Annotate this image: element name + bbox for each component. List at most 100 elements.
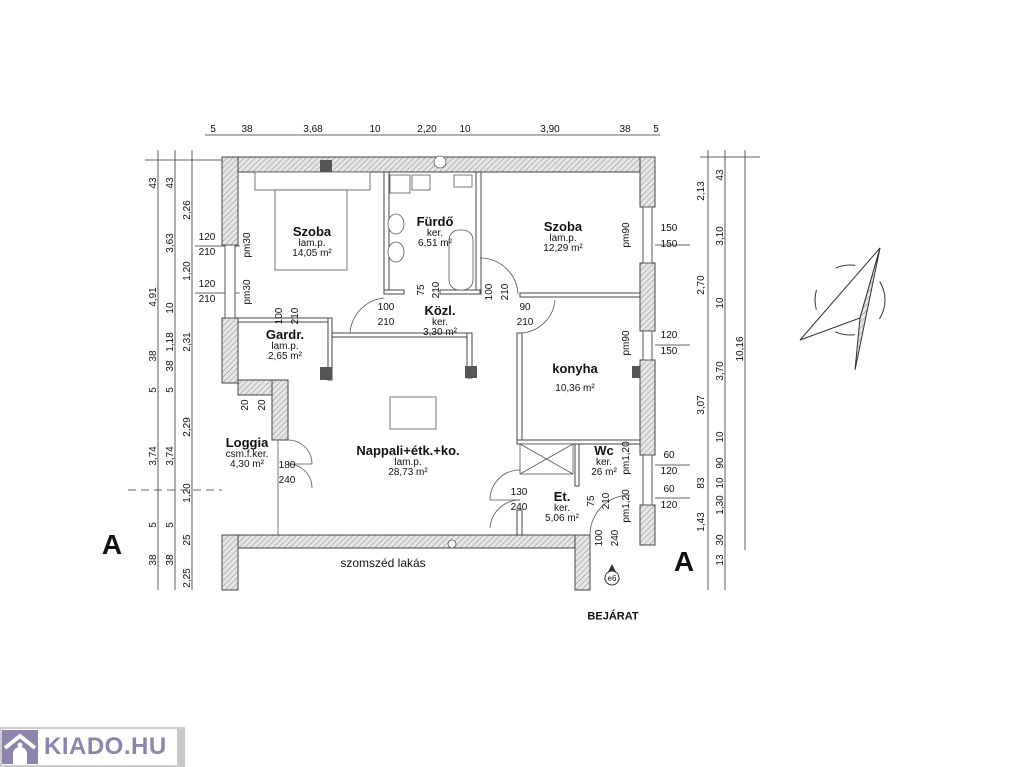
dim-label: 2,13 <box>696 181 707 201</box>
dim-label: 25 <box>182 534 193 546</box>
room-area: 3,30 m² <box>423 327 457 339</box>
window-label: 60 <box>663 450 675 461</box>
dim-label: 30 <box>715 534 726 546</box>
dim-label: 1,20 <box>182 261 193 281</box>
dim-label: 1,43 <box>696 512 707 532</box>
door-label: 100 <box>274 307 285 325</box>
room-floor: lam.p. <box>271 340 299 352</box>
room-floor: ker. <box>431 316 449 328</box>
room-area: 28,73 m² <box>388 467 428 479</box>
window-label: 120 <box>660 466 678 477</box>
room-area: 26 m² <box>591 467 617 479</box>
room-nappali: Nappali+étk.+ko.lam.p.28,73 m² <box>356 444 459 479</box>
door-label: 100 <box>377 302 395 313</box>
window-label: 210 <box>198 247 216 258</box>
room-name: Szoba <box>543 219 583 234</box>
dim-label: 5 <box>210 124 216 135</box>
room-name: Nappali+étk.+ko. <box>356 443 460 458</box>
sill-label: pm30 <box>242 279 253 305</box>
door-label: 180 <box>278 460 296 471</box>
window-label: 210 <box>198 294 216 305</box>
dim-label: 10 <box>369 124 381 135</box>
dim-label: 83 <box>696 477 707 489</box>
dim-label: 38 <box>148 554 159 566</box>
dim-label: 3,07 <box>696 395 707 415</box>
dim-label: 10 <box>715 297 726 309</box>
dim-label: 10,16 <box>735 336 746 362</box>
door-label: 210 <box>431 281 442 299</box>
room-floor: ker. <box>553 502 571 514</box>
room-area: 14,05 m² <box>292 248 332 260</box>
dim-label: 3,68 <box>303 124 323 135</box>
room-name: Közl. <box>424 303 456 318</box>
room-name: konyha <box>552 361 598 376</box>
dim-label: 3,74 <box>165 446 176 466</box>
door-label: 20 <box>257 399 268 411</box>
dim-label: 1,20 <box>182 483 193 503</box>
entrance-label: BEJÁRAT <box>587 610 639 623</box>
furniture <box>254 155 574 549</box>
door-label: 210 <box>290 307 301 325</box>
logo-text: KIADO.HU <box>44 733 167 760</box>
dim-label: 5 <box>148 522 159 528</box>
dim-label: 3,74 <box>148 446 159 466</box>
neighbour-flat-label: szomszéd lakás <box>340 556 426 570</box>
door-label: 240 <box>278 475 296 486</box>
window-label: 120 <box>660 330 678 341</box>
dim-label: 90 <box>715 457 726 469</box>
door-swings <box>277 257 631 536</box>
dim-label: 38 <box>241 124 253 135</box>
sill-label: pm90 <box>621 222 632 248</box>
dim-label: 38 <box>165 554 176 566</box>
room-area: 5,06 m² <box>545 513 579 525</box>
sill-label: pm90 <box>621 330 632 356</box>
door-label: 210 <box>516 317 534 328</box>
room-name: Fürdő <box>416 214 454 229</box>
room-gardr: Gardr.lam.p.2,65 m² <box>266 328 304 363</box>
room-floor: lam.p. <box>549 232 577 244</box>
room-kozl: Közl.ker.3,30 m² <box>423 304 457 339</box>
room-et: Et.ker.5,06 m² <box>545 490 579 525</box>
dim-label: 3,90 <box>540 124 560 135</box>
window-label: 150 <box>660 239 678 250</box>
windows <box>224 206 653 506</box>
room-floor: ker. <box>426 227 444 239</box>
door-label: 20 <box>240 399 251 411</box>
dim-label: 5 <box>165 522 176 528</box>
dim-label: 3,10 <box>715 226 726 246</box>
room-area: 4,30 m² <box>230 459 264 471</box>
columns <box>320 160 640 380</box>
interior-walls <box>237 171 641 536</box>
dim-label: 38 <box>619 124 631 135</box>
dim-label: 5 <box>165 387 176 393</box>
room-name: Et. <box>553 489 571 504</box>
dim-label: 10 <box>715 477 726 489</box>
room-name: Wc <box>594 443 614 458</box>
dim-label: 1,18 <box>165 332 176 352</box>
entry-marker-icon <box>604 570 620 586</box>
sill-label: pm1,20 <box>621 489 632 523</box>
door-label: 130 <box>510 487 528 498</box>
dim-label: 38 <box>148 350 159 362</box>
dim-label: 5 <box>148 387 159 393</box>
room-name: Szoba <box>292 224 332 239</box>
dim-label: 43 <box>165 177 176 189</box>
dim-label: 2,26 <box>182 200 193 220</box>
room-area: 12,29 m² <box>543 243 583 255</box>
dim-label: 10 <box>165 302 176 314</box>
entry-marker-label: e6 <box>607 574 617 583</box>
room-name: Gardr. <box>265 327 305 342</box>
room-floor: lam.p. <box>298 237 326 249</box>
sill-label: pm30 <box>242 232 253 258</box>
dim-label: 13 <box>715 554 726 566</box>
kiado-logo[interactable]: KIADO.HU <box>0 727 185 767</box>
room-name: Loggia <box>225 435 269 450</box>
room-floor: csm.f.ker. <box>225 448 269 460</box>
door-label: 100 <box>484 283 495 301</box>
